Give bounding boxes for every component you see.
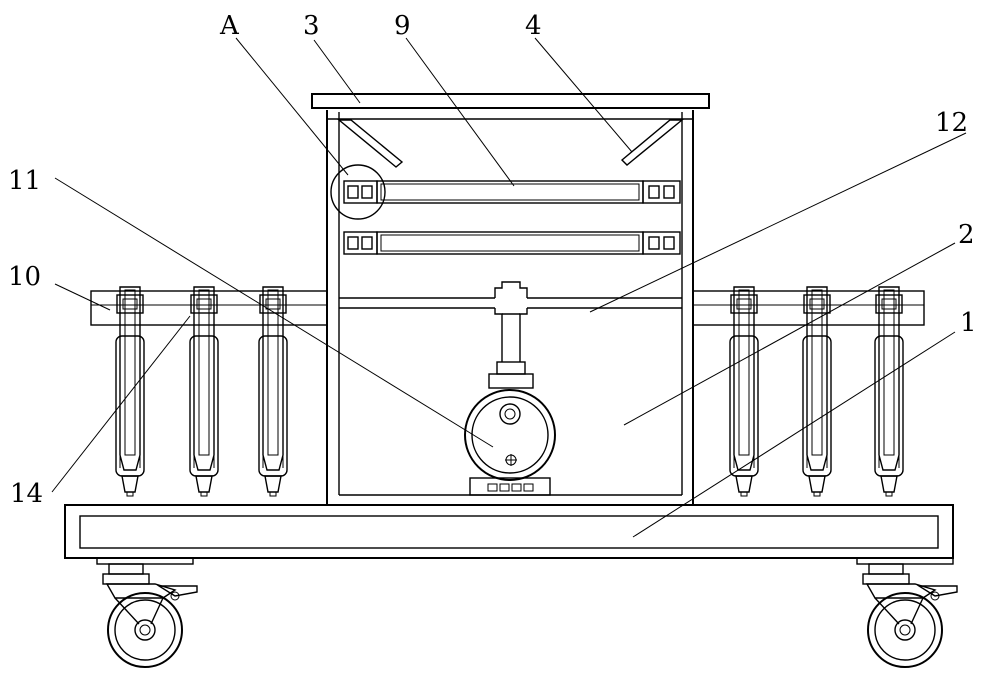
spray-nozzles: [115, 286, 904, 497]
guide-plates: [337, 119, 684, 168]
label-3: 3: [303, 11, 320, 41]
label-a: A: [219, 11, 240, 41]
label-12: 12: [935, 108, 968, 138]
label-2: 2: [958, 220, 975, 250]
spray-nozzle: [802, 286, 832, 497]
pump: [464, 361, 556, 496]
caster-wheel: [96, 557, 198, 668]
spray-nozzle: [729, 286, 759, 497]
detail-circle-a: [330, 164, 386, 220]
spray-nozzle: [258, 286, 288, 497]
cabinet: [326, 110, 694, 505]
spray-nozzle: [874, 286, 904, 497]
casters: [96, 557, 958, 668]
spray-nozzle: [115, 286, 145, 497]
base-frame: [64, 504, 954, 559]
label-10: 10: [8, 262, 41, 292]
caster-wheel: [856, 557, 958, 668]
reference-labels: A 3 9 4 12 11 2 10 1 14: [8, 11, 977, 509]
side-arm-right: [692, 290, 925, 326]
top-cover: [311, 93, 710, 109]
label-14: 14: [10, 479, 43, 509]
label-11: 11: [8, 166, 41, 196]
roller-lower: [343, 231, 681, 255]
label-9: 9: [394, 11, 411, 41]
leader-lines: [51, 37, 967, 538]
spray-nozzle: [189, 286, 219, 497]
label-4: 4: [525, 11, 542, 41]
pipe: [494, 281, 528, 362]
roller-upper: [343, 180, 681, 204]
label-1: 1: [960, 308, 977, 338]
